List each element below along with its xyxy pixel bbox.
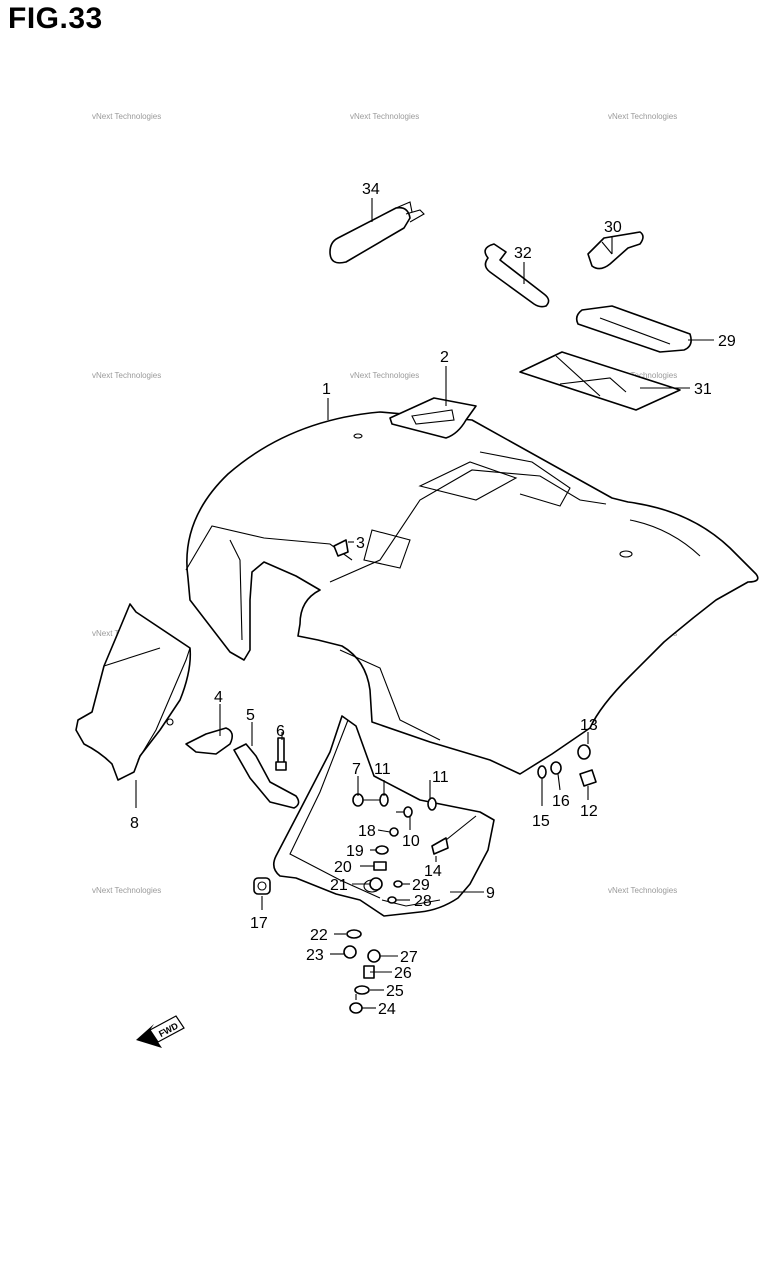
part-17-nut <box>253 877 271 895</box>
watermark-text: vNext Technologies <box>608 886 677 895</box>
part-19-washer <box>375 845 389 855</box>
callout-2: 2 <box>440 349 449 366</box>
part-24-bolt <box>349 994 363 1014</box>
part-10-screw <box>396 806 413 818</box>
part-31-bracket <box>587 231 644 270</box>
part-22-washer <box>346 929 362 939</box>
callout-21: 21 <box>330 877 348 894</box>
callout-labels: 34 32 30 29 31 2 1 3 4 5 6 8 7 11 11 10 … <box>130 181 736 1018</box>
part-1-rear-fender <box>185 411 759 775</box>
callout-5: 5 <box>246 707 255 724</box>
callout-32: 31 <box>694 381 712 398</box>
part-13-nut <box>577 744 591 760</box>
hardware-fasteners <box>253 539 597 1014</box>
callout-6: 6 <box>276 723 285 740</box>
callout-30: 29 <box>718 333 736 350</box>
callout-8: 8 <box>130 815 139 832</box>
part-29-rivet <box>393 880 403 888</box>
callout-28: 28 <box>414 893 432 910</box>
fwd-arrow-icon: FWD <box>136 1015 185 1048</box>
callout-23: 23 <box>306 947 324 964</box>
part-33-wrench <box>484 243 550 308</box>
watermark-text: vNext Technologies <box>350 371 419 380</box>
part-16-nut <box>550 761 562 775</box>
callout-11b: 11 <box>432 769 449 786</box>
callout-27: 27 <box>400 949 418 966</box>
callout-13: 13 <box>580 717 598 734</box>
figure-title: FIG.33 <box>8 2 103 35</box>
part-11-washer-b <box>427 797 437 811</box>
watermark-text: vNext Technologies <box>92 886 161 895</box>
part-30-pouch <box>575 305 692 353</box>
part-9-mud-flap <box>272 715 495 917</box>
callout-11a: 11 <box>374 761 391 778</box>
callout-16: 16 <box>552 793 570 810</box>
callout-10: 10 <box>402 833 420 850</box>
watermark-text: vNext Technologies <box>350 112 419 121</box>
part-18-screw <box>389 827 399 837</box>
part-6-bolt <box>275 737 287 771</box>
part-15-washer <box>537 765 547 779</box>
part-12-clip <box>579 769 597 787</box>
watermark-text: vNext Technologies <box>92 371 161 380</box>
part-25-washer <box>354 985 370 995</box>
callout-33: 32 <box>514 245 532 262</box>
watermark-text: vNext Technologies <box>608 371 677 380</box>
callout-18: 18 <box>358 823 376 840</box>
callout-24: 24 <box>378 1001 396 1018</box>
part-5-tube <box>233 743 300 809</box>
callout-26: 26 <box>394 965 412 982</box>
callout-25: 25 <box>386 983 404 1000</box>
callout-34: 34 <box>362 181 380 198</box>
callout-31: 30 <box>604 219 622 236</box>
part-3-clip <box>333 539 349 557</box>
part-8-side-panel <box>75 603 192 781</box>
callout-7: 7 <box>352 761 361 778</box>
callout-19: 19 <box>346 843 364 860</box>
callout-29: 29 <box>412 877 430 894</box>
callout-12: 12 <box>580 803 598 820</box>
part-32-manual <box>519 351 681 411</box>
part-2-cover-plate <box>389 397 477 439</box>
part-34-tool-grip <box>329 201 425 264</box>
callout-22: 22 <box>310 927 328 944</box>
callout-14: 14 <box>424 863 442 880</box>
callout-15: 15 <box>532 813 550 830</box>
part-4-plate <box>185 727 234 755</box>
callout-4: 4 <box>214 689 223 706</box>
part-14-bolt <box>431 815 477 855</box>
callout-1: 1 <box>322 381 331 398</box>
callout-17: 17 <box>250 915 268 932</box>
part-28-clip <box>387 896 397 904</box>
part-21-nut <box>369 877 383 891</box>
callout-20: 20 <box>334 859 352 876</box>
leader-lines <box>135 198 714 1009</box>
part-23-nut <box>343 945 357 959</box>
callout-9: 9 <box>486 885 495 902</box>
part-27-nut <box>367 949 381 963</box>
watermark-text: vNext Technologies <box>608 112 677 121</box>
callout-3: 3 <box>356 535 365 552</box>
watermark-text: vNext Technologies <box>92 112 161 121</box>
part-20-collar <box>373 861 387 871</box>
